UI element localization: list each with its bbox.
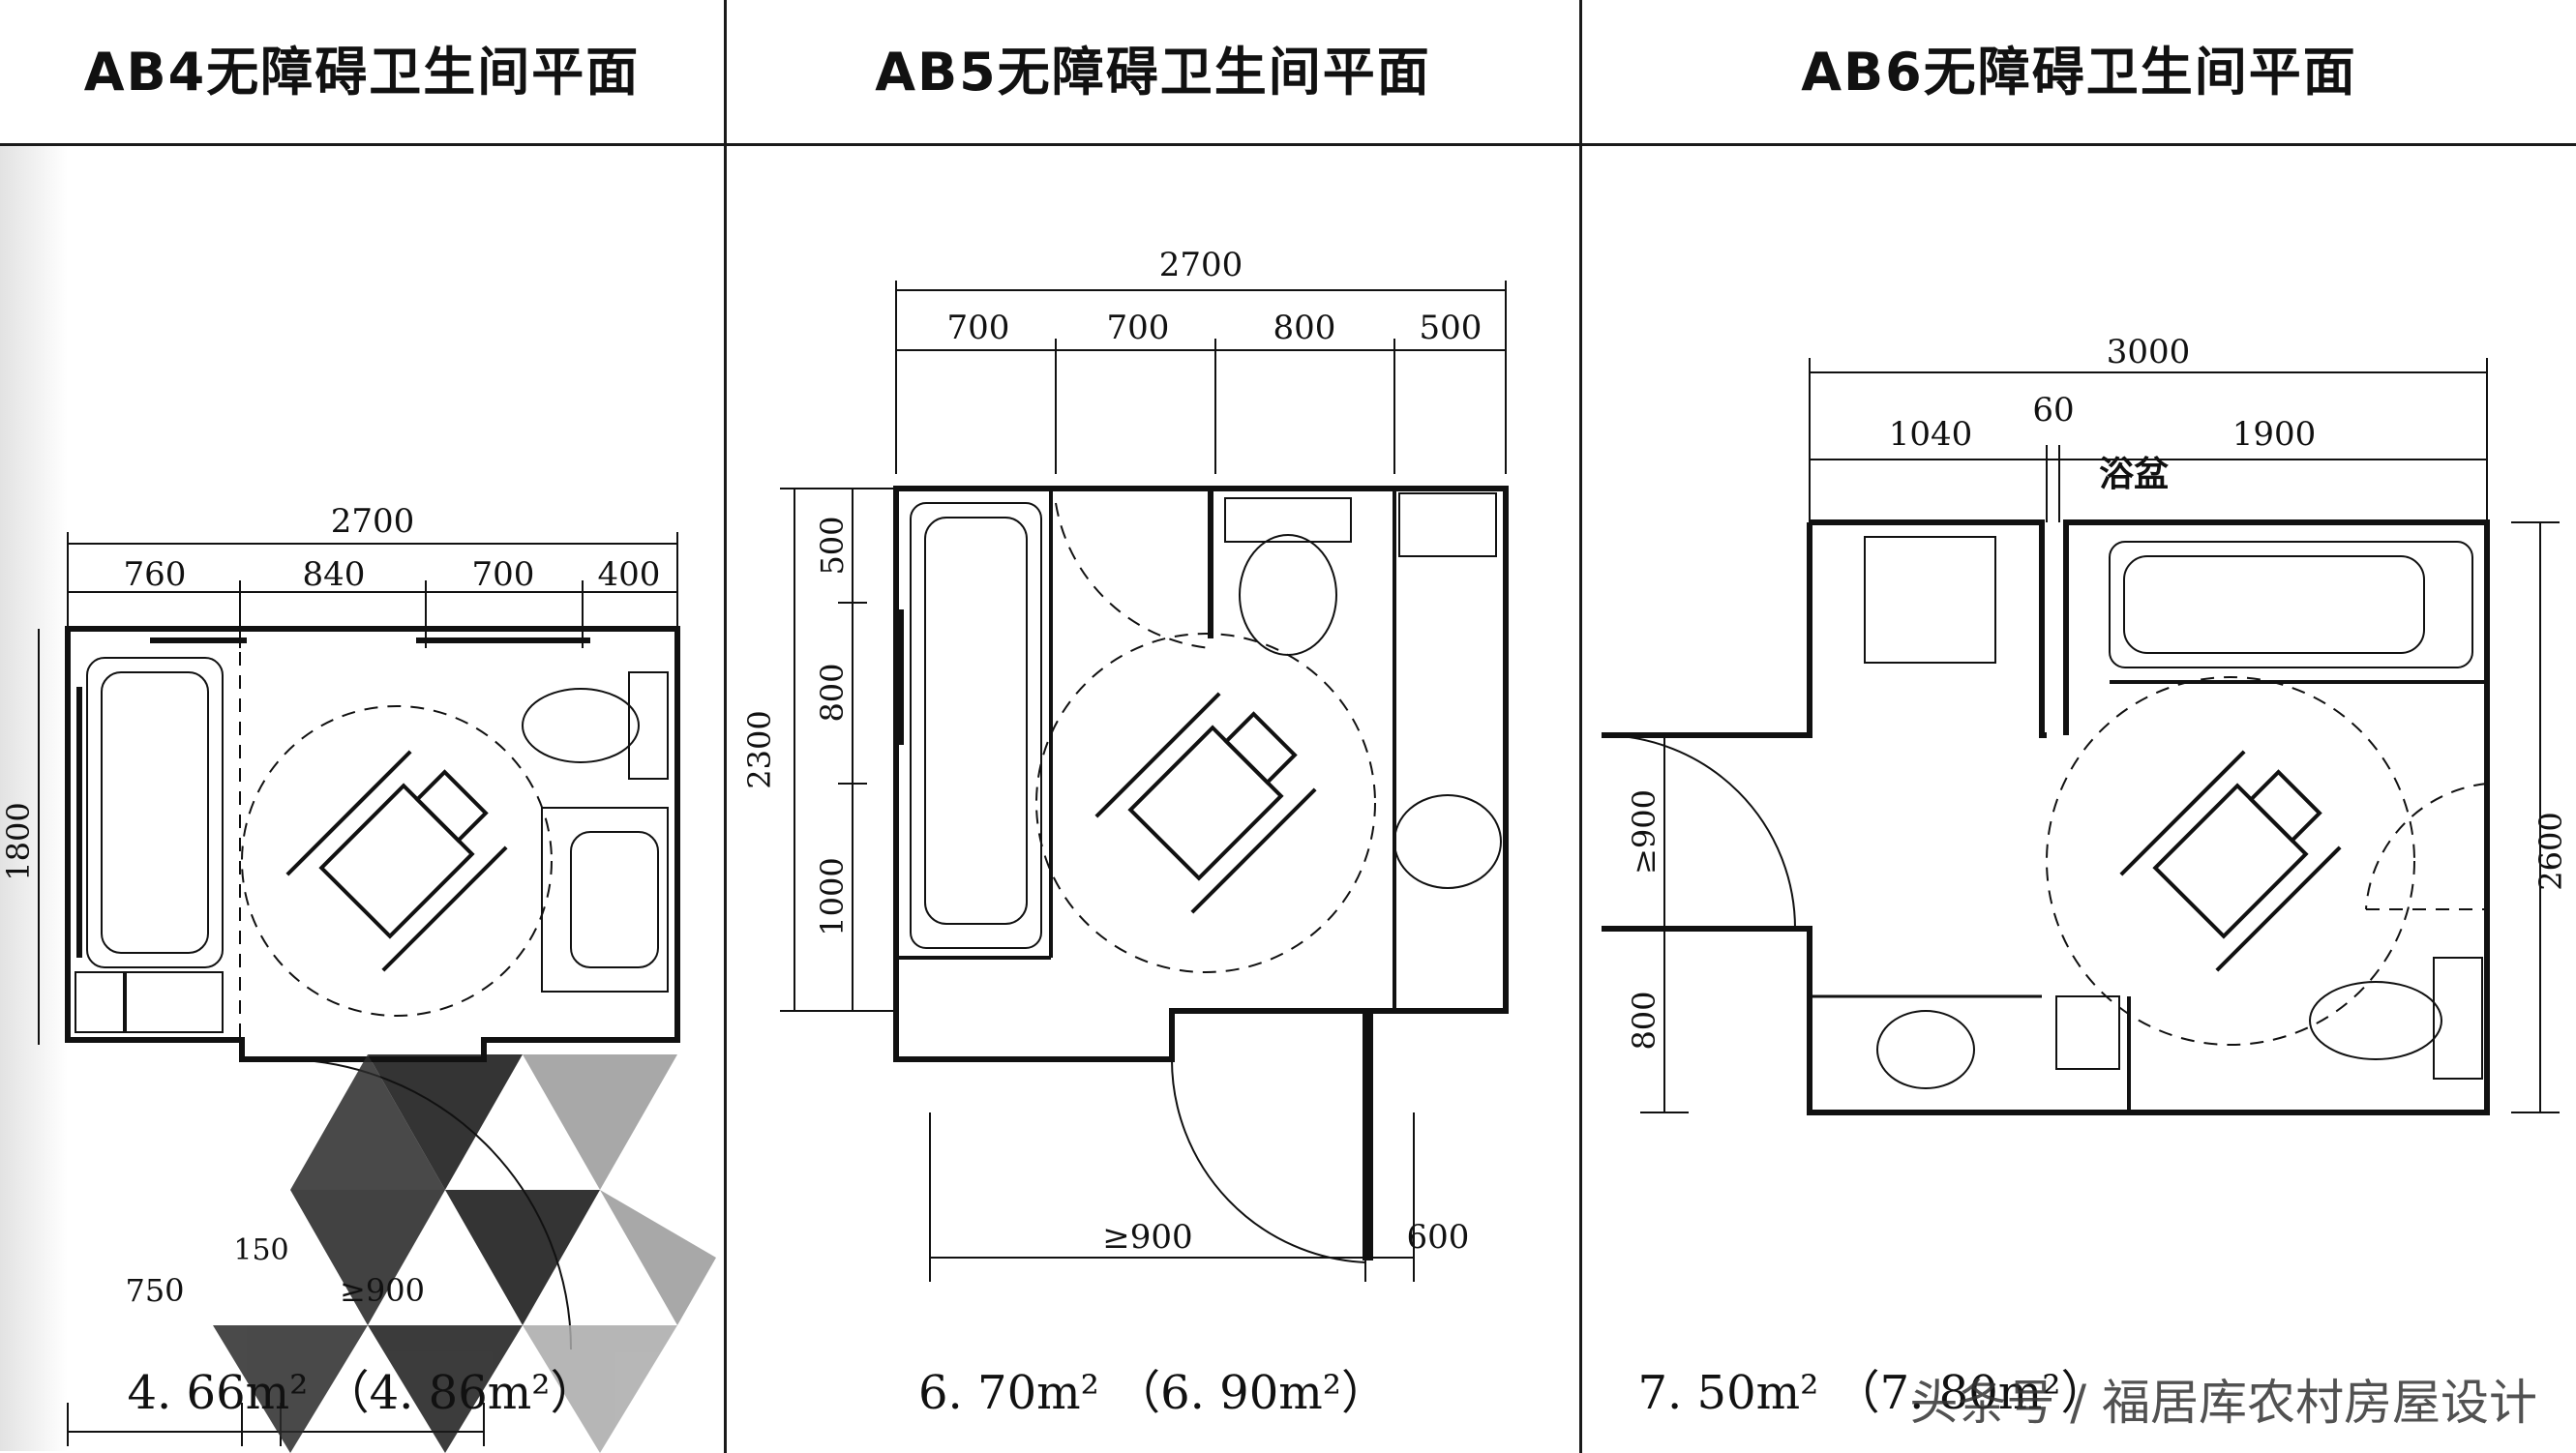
dim-segment: 760 <box>124 555 187 594</box>
dim-segment: 500 <box>1420 309 1483 347</box>
area-ab6: 7. 50m² （7. 80m²） <box>1637 1366 2108 1420</box>
dim-total-width: 3000 <box>2107 333 2191 371</box>
header-divider <box>0 143 2576 146</box>
dim-segment: 700 <box>1107 309 1170 347</box>
dim-segment: 1900 <box>2232 415 2317 454</box>
scan-shadow <box>0 145 68 1451</box>
dim-segment: 1040 <box>1889 415 1973 454</box>
dim-height: 2600 <box>2532 812 2569 890</box>
dim-total-width: 2700 <box>331 502 415 541</box>
dim-height: 2300 <box>741 710 778 788</box>
panel-title-ab6: AB6无障碍卫生间平面 <box>1801 42 2357 103</box>
area-ab5: 6. 70m² （6. 90m²） <box>917 1366 1389 1420</box>
watermark-text: 头条号 / 福居库农村房屋设计 <box>1909 1375 2537 1431</box>
floorplan-ab5: 2700 700 700 800 500 2300 500 800 1000 ≥… <box>741 246 1509 1282</box>
dim-segment: 840 <box>303 555 366 594</box>
dim-left-segment: 500 <box>814 516 851 575</box>
dim-total-width: 2700 <box>1159 246 1243 284</box>
dim-door-width: ≥900 <box>1626 789 1662 875</box>
panel-title-ab5: AB5无障碍卫生间平面 <box>875 42 1431 103</box>
dim-segment: 800 <box>1273 309 1336 347</box>
dim-left-segment: 800 <box>1626 991 1662 1050</box>
dim-segment: 400 <box>598 555 661 594</box>
area-ab4: 4. 66m² （4. 86m²） <box>127 1366 597 1420</box>
dim-bottom: ≥900 <box>1102 1218 1192 1257</box>
dim-bottom: ≥900 <box>340 1272 425 1309</box>
panel-title-ab4: AB4无障碍卫生间平面 <box>83 42 641 103</box>
panel-divider-1 <box>724 0 727 1453</box>
dim-bottom: 750 <box>125 1272 184 1309</box>
panel-divider-2 <box>1579 0 1582 1453</box>
dim-left-segment: 800 <box>814 663 851 722</box>
dim-segment: 700 <box>947 309 1010 347</box>
dim-segment: 700 <box>472 555 535 594</box>
dim-bottom: 600 <box>1407 1218 1470 1257</box>
floorplan-ab6: 3000 1040 60 1900 浴盆 2600 ≥900 800 <box>1601 333 2569 1115</box>
floorplan-ab4: 2700 760 840 700 400 1800 750 150 ≥900 <box>0 502 716 1453</box>
dim-height: 1800 <box>0 802 37 880</box>
dim-left-segment: 1000 <box>814 857 851 935</box>
dim-segment: 60 <box>2032 391 2074 430</box>
bathtub-label: 浴盆 <box>2099 454 2169 494</box>
dim-bottom: 150 <box>233 1233 288 1267</box>
